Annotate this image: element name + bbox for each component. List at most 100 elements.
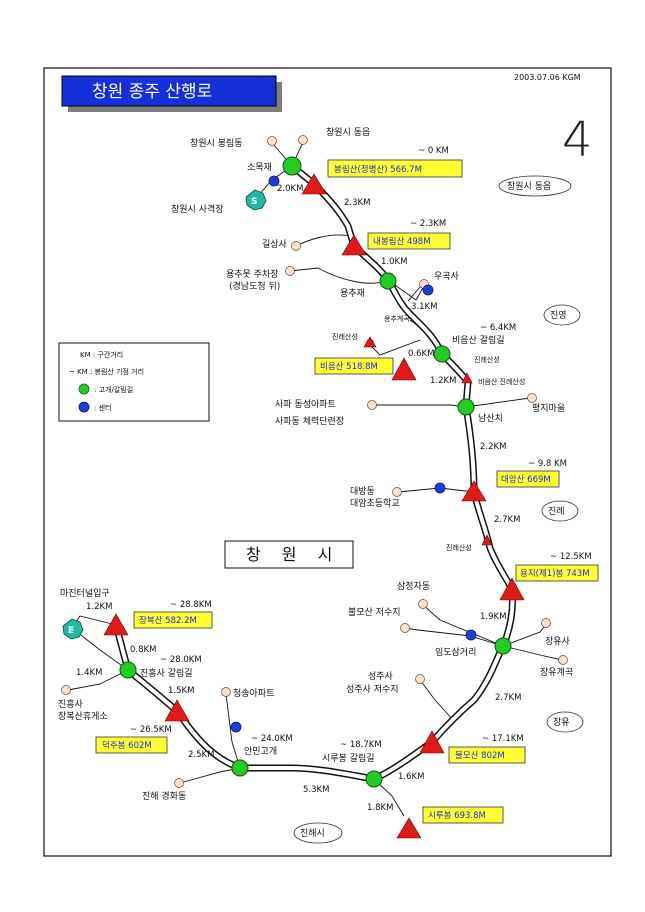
peak-labels: 봉림산(정병산) 566.7M ~ 0 KM 내봉림산 498M ~ 2.3KM… [95,146,599,824]
place-daeam-school: 대암초등학교 [350,497,400,509]
segment-distance: 2.3KM [344,198,370,208]
map-date: 2003.07.06 KGM [514,73,581,82]
map-title: 창원 종주 산행로 [92,82,212,102]
region-jinrye: 진례 [548,506,565,517]
pass-nodes [119,156,512,788]
pass-cum-bieum-junction: ~ 6.4KM [480,323,516,333]
pass-label-anmin: 안민고개 [244,746,277,757]
place-jangyusa: 장유사 [545,636,571,647]
place-jangyu-valley: 장유계곡 [540,666,573,678]
segment-distance: 2.7KM [494,515,520,525]
svg-text:E: E [68,626,74,636]
peak-label-deokju: 덕주봉 602M [102,740,152,751]
svg-text:S: S [251,197,257,207]
place-pyeongji: 평지마을 [532,403,565,414]
peak-label-jangbok: 장복산 582.2M [139,615,197,626]
pass-label-somokjae: 소목재 [247,162,272,173]
legend-item-pass: : 고개/갈림길 [94,385,133,394]
sheet-number: 4 [562,112,593,168]
place-shooting-range: 창원시 사격장 [171,203,224,215]
legend-item-cum: ~ KM : 봉림산 기점 거리 [69,367,144,376]
peak-cum-bulmo: ~ 17.1KM [482,734,524,744]
legend-item-center: : 센터 [94,403,111,412]
place-nodes [61,135,568,788]
region-jinhae: 진해시 [300,828,325,839]
segment-distance: 5.3KM [303,785,329,795]
place-labels: 창원시 봉림동 창원시 동읍 창원시 사격장 길상사 용추못 주차장 (경남도청… [58,127,573,802]
segment-distance: 3.1KM [411,302,437,312]
pass-label-namsanchi: 남산치 [478,412,503,424]
place-jinrye-sanseong-1: 진례산성 [332,332,358,341]
peak-cum-daeam: ~ 9.8 KM [528,459,567,469]
place-samjeongja: 삼정자동 [397,581,430,592]
peak-cum-bongnim: ~ 0 KM [418,146,449,156]
place-sapa-dongseong: 사파 동성아파트 [275,399,336,410]
place-bongnimdong: 창원시 봉림동 [190,137,243,149]
svg-text:창 원 시: 창 원 시 [246,545,340,564]
place-jinheungsa: 진흥사 [58,698,84,710]
place-seongjusa: 성주사 [368,671,394,682]
place-yongchu-parking: 용추못 주차장 [226,268,279,280]
segment-distance: 1.2KM [86,602,112,612]
peak-cum-jangbok: ~ 28.8KM [170,600,212,610]
segment-distance: 1.6KM [398,772,424,782]
pass-label-sirubong-junction: 시루봉 갈림길 [322,752,375,764]
place-bulmo-reservoir: 불모산 저수지 [348,607,401,618]
peak-label-bulmo: 불모산 802M [455,750,505,761]
place-dongeup-near: 창원시 동읍 [326,127,370,138]
peak-markers [103,173,525,839]
center-nodes [230,175,477,733]
pass-labels: 소목재 용추재 비음산 갈림길 ~ 6.4KM 남산치 임도삼거리 시루봉 갈림… [140,162,516,764]
green-circle-icon [78,383,90,395]
pass-label-yongchujae: 용추재 [340,288,365,299]
segment-distance: 1.2KM [430,376,456,386]
peak-label-sirubong: 시루봉 693.8M [428,811,486,821]
place-jangbok-rest: 장복산휴게소 [58,711,108,722]
peak-cum-naebongnim: ~ 2.3KM [410,219,446,229]
place-bieum-sanseong: 비음산 진례산성 [478,377,525,386]
segment-distance: 2.0KM [277,184,303,194]
pass-cum-jinheung-junction: ~ 28.0KM [160,655,202,665]
segment-distance: 1.5KM [168,686,194,696]
peak-label-bongnim: 봉림산(정병산) 566.7M [334,164,422,175]
segment-distance: 0.6KM [408,349,434,359]
place-majin-tunnel: 마진터널입구 [60,587,110,599]
place-cheongsong-apt: 청송아파트 [233,688,274,699]
region-labels: 창원시 동읍 진영 진례 장유 진해시 [293,175,584,844]
place-gyeonghwadong: 진해 경화동 [142,790,186,802]
place-seongjusa-reservoir: 성주사 저수지 [346,684,399,695]
segment-distance: 2.5KM [188,750,214,760]
region-dongeup: 창원시 동읍 [507,181,551,192]
title-box: 창원 종주 산행로 [61,75,282,112]
segment-distance: 0.8KM [130,645,156,655]
place-yongchu-parking-note: (경남도청 뒤) [229,280,280,292]
segment-distance: 1.0KM [381,257,407,267]
segment-distance: 2.7KM [495,693,521,703]
main-trail [112,163,516,783]
place-sapa-gym: 사파동 체력단련장 [275,415,344,427]
segment-distance: 1.4KM [76,668,102,678]
peak-cum-deokju: ~ 26.5KM [130,725,172,735]
peak-cum-yongji: ~ 12.5KM [550,552,592,562]
region-jinyeong: 진영 [550,310,567,321]
segment-distance: 1.8KM [367,803,393,813]
place-daebangdong: 대방동 [350,486,375,497]
legend-item-km: KM : 구간거리 [80,350,123,359]
place-jinrye-sanseong-2: 진례산성 [474,355,500,364]
blue-circle-icon [78,401,90,413]
place-yongchu-valley: 용추계곡 [384,314,410,323]
city-label: 창 원 시 [224,540,354,569]
pass-cum-sirubong-junction: ~ 18.7KM [340,740,382,750]
pass-label-bieum-junction: 비음산 갈림길 [452,334,505,346]
segment-distance: 1.9KM [480,612,506,622]
peak-label-daeam: 대암산 669M [501,474,551,485]
pass-label-imdo: 임도삼거리 [435,646,476,658]
place-ugoksa: 우곡사 [434,271,460,282]
peak-label-bieum: 비음산 518.8M [320,361,378,372]
region-jangyu: 장유 [553,717,570,728]
end-marker: E [62,618,84,640]
start-marker: S [245,189,267,211]
place-jinrye-sanseong-3: 진례산성 [446,543,472,552]
segment-distance: 2.2KM [480,442,506,452]
